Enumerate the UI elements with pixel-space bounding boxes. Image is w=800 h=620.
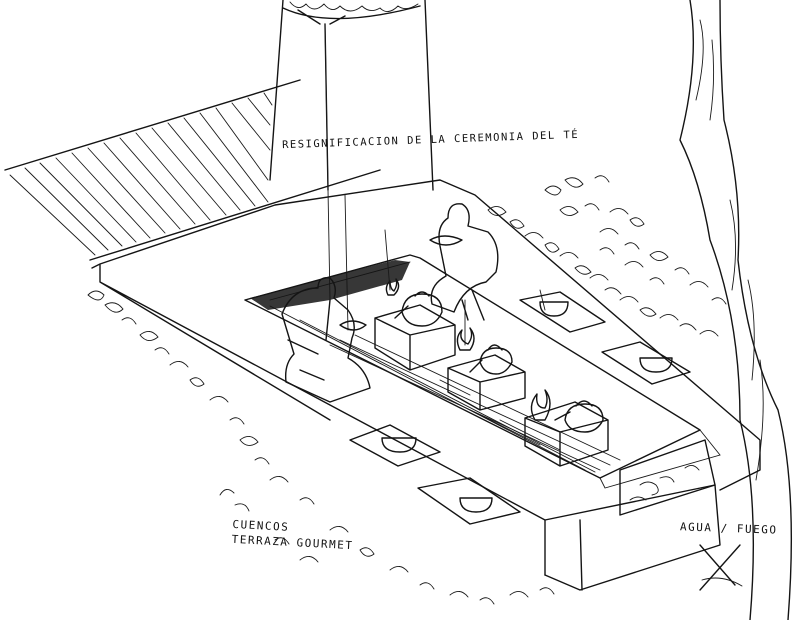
water-fire-symbol [699, 544, 743, 591]
hanging-tower [269, 0, 434, 331]
kettles [394, 291, 604, 433]
foliage-left [87, 290, 555, 605]
foliage-right [487, 175, 727, 337]
seated-figure-right [429, 203, 499, 321]
bowl-trays [349, 291, 691, 525]
tree-trunk [679, 0, 793, 620]
wooden-deck [4, 79, 381, 261]
bowls-annotation: CUENCOS TERRAZA GOURMET [231, 517, 354, 553]
platform [91, 179, 761, 591]
stone-blocks [374, 304, 609, 467]
seated-figure-left [281, 277, 371, 403]
firepit-trench [244, 254, 721, 516]
fire-flames [384, 229, 551, 421]
